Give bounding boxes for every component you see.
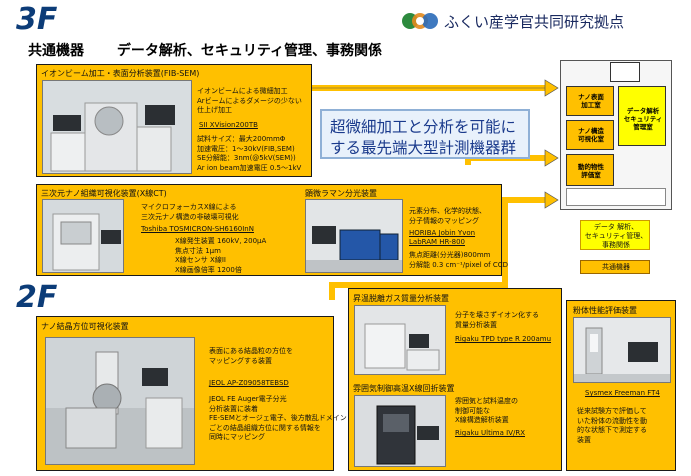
tpd-model: Rigaku TPD type R 200amu xyxy=(455,335,552,343)
ct-model: Toshiba TOSMICRON-SH6160InN xyxy=(141,225,254,233)
fib-description: イオンビームによる微細加工 Arビームによるダメージの少ない 仕上げ加工 xyxy=(197,87,302,114)
ct-raman-panel: 三次元ナノ組織可視化装置(X線CT) マイクロフォーカスX線による 三次元ナノ構… xyxy=(36,184,508,276)
raman-title: 顕微ラマン分光装置 xyxy=(305,189,377,198)
raman-model-name: LabRAM HR-800 xyxy=(409,238,465,246)
room-nano-visualization xyxy=(610,62,640,82)
ebsd-panel: ナノ結晶方位可視化装置 表面にある結晶粒の方位を マッピングする装置 JEOL … xyxy=(36,316,347,471)
xrd-description: 雰囲気と試料温度の 制御可能な X線構造解析装置 xyxy=(455,397,518,424)
room-nano-processing: ナノ表面 加工室 xyxy=(566,86,614,116)
headline-box: 超微細加工と分析を可能に する最先端大型計測機器群 xyxy=(320,109,530,159)
powder-title: 粉体性能評価装置 xyxy=(573,306,637,315)
room-nano-structure-label: ナノ構造 可視化室 xyxy=(578,127,604,143)
raman-specs: 焦点距離(分光器)800mm 分解能 0.3 cm⁻¹/pixel of CCD xyxy=(409,251,509,269)
logo-text: ふくい産学官共同研究拠点 xyxy=(444,13,625,31)
fib-panel: イオンビーム加工・表面分析装置(FIB-SEM) イオンビームによる微細加工 A… xyxy=(36,64,312,177)
legend-data-security-text: データ 解析、 セキュリティ管理、 事務関係 xyxy=(584,223,648,249)
powder-panel: 粉体性能評価装置 Sysmex Freeman FT4 従来試験方で評価して い… xyxy=(566,300,676,471)
tpd-xrd-panel: 昇温脱離ガス質量分析装置 分子を壊さずイオン化する 質量分析装置 Rigaku … xyxy=(348,288,562,471)
xrd-model: Rigaku Ultima IV/RX xyxy=(455,429,526,437)
room-dynamic-properties-label: 動的物性 評価室 xyxy=(578,163,604,179)
ct-title: 三次元ナノ組織可視化装置(X線CT) xyxy=(41,189,167,198)
powder-model: Sysmex Freeman FT4 xyxy=(585,389,660,397)
logo: ふくい産学官共同研究拠点 xyxy=(400,8,660,34)
headline-line1: 超微細加工と分析を可能に xyxy=(330,118,517,136)
powder-description: 従来試験方で評価して いた粉体の流動性を動 的な状態下で測定する 装置 xyxy=(577,407,647,444)
fib-specs: 試料サイズ：最大200mmΦ 加速電圧：1～30kV(FIB,SEM) SE分解… xyxy=(197,135,302,172)
tpd-photo xyxy=(354,305,446,375)
raman-photo xyxy=(305,199,403,273)
tpd-title: 昇温脱離ガス質量分析装置 xyxy=(353,294,449,303)
floor-3f-label: 3F xyxy=(16,2,58,37)
ct-photo xyxy=(42,199,124,273)
raman-description: 元素分布、化学的状態、 分子情報のマッピング xyxy=(409,207,486,225)
room-nano-processing-label: ナノ表面 加工室 xyxy=(578,93,604,109)
logo-icon xyxy=(402,13,438,29)
powder-photo xyxy=(573,317,671,383)
ebsd-title: ナノ結晶方位可視化装置 xyxy=(41,322,129,331)
tpd-description: 分子を壊さずイオン化する 質量分析装置 xyxy=(455,311,539,329)
ct-description: マイクロフォーカスX線による 三次元ナノ構造の非破壊可視化 xyxy=(141,203,239,221)
page-subtitle: 共通機器 データ解析、セキュリティ管理、事務関係 xyxy=(28,40,410,60)
ebsd-specs: JEOL FE Auger電子分光 分析装置に装着 FE-SEMとオージェ電子、… xyxy=(209,395,347,441)
room-data-security: データ解析 セキュリティ 管理室 xyxy=(618,86,666,146)
headline-line2: する最先端大型計測機器群 xyxy=(330,139,517,157)
ebsd-description: 表面にある結晶粒の方位を マッピングする装置 xyxy=(209,347,293,365)
ebsd-model: JEOL AP-Z09058TEBSD xyxy=(209,379,289,387)
subtitle-common: 共通機器 xyxy=(28,43,84,59)
floor-plan-corridor xyxy=(566,188,666,206)
fib-photo xyxy=(42,80,192,174)
fib-title: イオンビーム加工・表面分析装置(FIB-SEM) xyxy=(41,69,200,78)
subtitle-sections: データ解析、セキュリティ管理、事務関係 xyxy=(116,43,383,59)
room-nano-structure: ナノ構造 可視化室 xyxy=(566,120,614,150)
legend-data-security: データ 解析、 セキュリティ管理、 事務関係 xyxy=(580,220,650,250)
fib-model: SII XVision200TB xyxy=(199,121,258,129)
room-data-security-label: データ解析 セキュリティ 管理室 xyxy=(623,107,663,131)
room-dynamic-properties: 動的物性 評価室 xyxy=(566,154,614,186)
legend-common: 共通機器 xyxy=(580,260,650,274)
legend-common-text: 共通機器 xyxy=(602,263,630,271)
xrd-title: 雰囲気制御高温X線回折装置 xyxy=(353,384,455,393)
raman-model-maker: HORIBA Jobin Yvon xyxy=(409,229,476,237)
ebsd-photo xyxy=(45,337,195,465)
floor-plan: ナノ表面 加工室 データ解析 セキュリティ 管理室 ナノ構造 可視化室 動的物性… xyxy=(560,60,672,210)
ct-specs: X線発生装置 160kV, 200μA 焦点寸法 1μm X線センサ X線II … xyxy=(175,237,267,274)
xrd-photo xyxy=(354,395,446,467)
floor-2f-label: 2F xyxy=(16,280,58,315)
